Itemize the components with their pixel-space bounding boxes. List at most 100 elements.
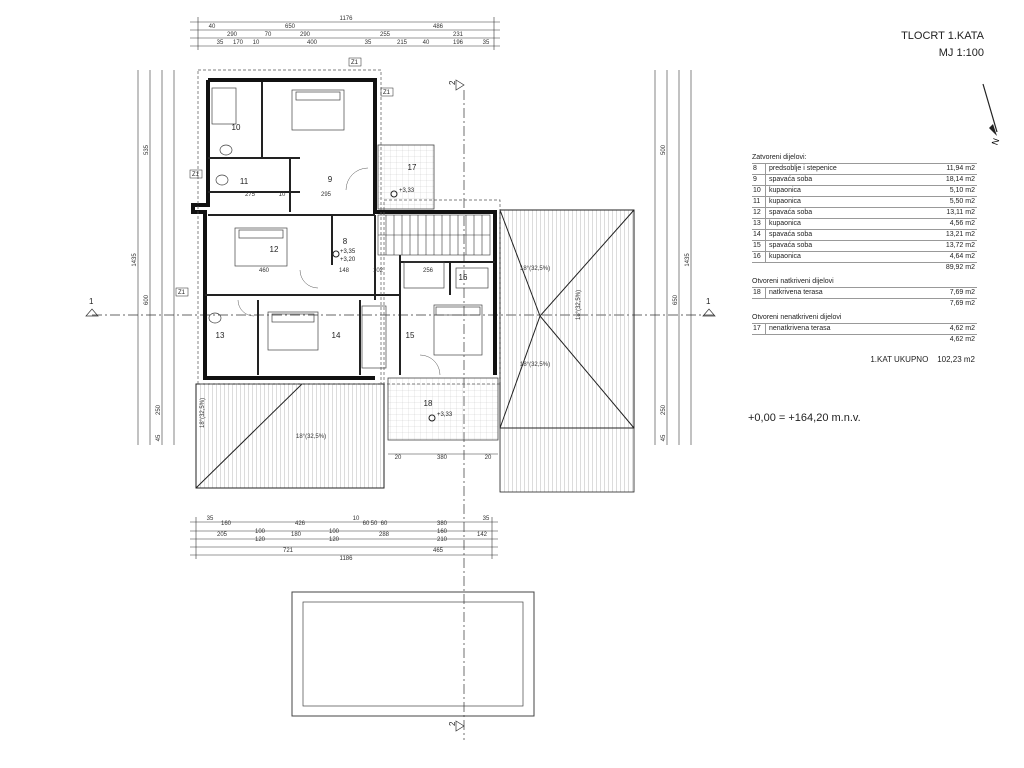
dim-int-7: 256 — [423, 268, 434, 274]
area-cell-value: 4,62 m2 — [949, 325, 975, 332]
furniture — [208, 87, 489, 369]
room-label-15: 15 — [406, 331, 415, 340]
level-8b: +3,20 — [340, 257, 356, 263]
room-label-13: 13 — [216, 331, 225, 340]
roof-edge-dashed — [197, 69, 501, 385]
room-label-12: 12 — [270, 245, 279, 254]
dim-bot-1e: 60 — [363, 521, 370, 527]
dim-int-10: 20 — [485, 455, 492, 461]
dim-int-8: 380 — [437, 455, 448, 461]
room-label-18: 18 — [424, 399, 433, 408]
area-cell-n: 16 — [752, 252, 766, 262]
dim-bot-2f: 160 — [437, 529, 448, 535]
area-cell-name: natkrivena terasa — [769, 289, 823, 296]
wall-tag-1: Z1 — [351, 60, 359, 66]
dim-left-total: 1435 — [132, 253, 138, 267]
level-marker-icon — [428, 414, 436, 422]
door-swings — [237, 167, 441, 376]
area-cell-value: 5,50 m2 — [949, 198, 975, 205]
level-8a: +3,35 — [340, 249, 356, 255]
dim-bot-2a: 205 — [217, 532, 228, 538]
closed-sum: 89,92 m2 — [752, 262, 977, 273]
area-cell-n: 11 — [752, 197, 766, 207]
dim-int-2: 10 — [279, 192, 286, 198]
dim-bot-1d: 10 — [353, 516, 360, 522]
area-cell-n: 9 — [752, 175, 766, 185]
dim-left-d: 45 — [156, 434, 162, 441]
dim-top-3e: 231 — [453, 32, 464, 38]
dim-top-4c: 10 — [253, 40, 260, 46]
dim-bot-3c: 210 — [437, 537, 448, 543]
room-label-17: 17 — [408, 163, 417, 172]
dim-bot-2g: 142 — [477, 532, 488, 538]
dim-top-4f: 215 — [397, 40, 408, 46]
dim-bot-2b: 100 — [255, 529, 266, 535]
side-dimension-lines — [137, 70, 692, 445]
total-label: 1.KAT UKUPNO — [870, 355, 929, 364]
dim-right-total: 1435 — [685, 253, 691, 267]
area-cell-value: 4,56 m2 — [949, 220, 975, 227]
dim-top-4g: 40 — [423, 40, 430, 46]
section-label-top: 2 — [448, 80, 457, 85]
drawing-scale: MJ 1:100 — [938, 47, 984, 59]
area-cell-n: 10 — [752, 186, 766, 196]
dim-top-4h: 196 — [453, 40, 464, 46]
dim-top-4a: 35 — [217, 40, 224, 46]
dim-bot-2c: 180 — [291, 532, 302, 538]
open-sum: 4,62 m2 — [752, 334, 977, 345]
dim-int-6: 102 — [373, 268, 384, 274]
dim-top-4i: 35 — [483, 40, 490, 46]
dim-bot-3a: 120 — [255, 537, 266, 543]
dim-bot-total: 1186 — [340, 556, 354, 562]
level-17: +3,33 — [399, 188, 415, 194]
staircase — [377, 214, 491, 256]
roof-slope-2: 18°(32,5%) — [576, 290, 582, 320]
dim-top-3d: 255 — [380, 32, 391, 38]
north-arrow-icon: N — [982, 83, 1002, 147]
section-arrow-left — [85, 308, 99, 317]
dim-top-2a: 40 — [209, 24, 216, 30]
terrace-17 — [377, 144, 435, 210]
room-label-9: 9 — [328, 175, 333, 184]
total-value: 102,23 m2 — [937, 355, 975, 364]
dim-top-3b: 70 — [265, 32, 272, 38]
drawing-title: TLOCRT 1.KATA — [901, 30, 984, 42]
roof-slope-5: 18°(32,5%) — [296, 434, 326, 440]
elevation-note: +0,00 = +164,20 m.n.v. — [748, 412, 861, 424]
area-cell-n: 17 — [752, 324, 766, 334]
dim-bot-3b: 120 — [329, 537, 340, 543]
area-cell-n: 8 — [752, 164, 766, 174]
dim-bot-2d: 100 — [329, 529, 340, 535]
section-arrow-top — [455, 79, 465, 91]
area-cell-value: 18,14 m2 — [945, 176, 975, 183]
area-cell-n: 18 — [752, 288, 766, 298]
roof-right — [499, 209, 635, 493]
north-label: N — [990, 137, 1002, 147]
area-cell-value: 7,69 m2 — [949, 289, 975, 296]
dim-bot-1c: 426 — [295, 521, 306, 527]
terrace-18 — [387, 377, 499, 441]
wall-tag-4: Z1 — [178, 290, 186, 296]
area-cell-name: kupaonica — [769, 187, 801, 194]
section-arrow-right — [702, 308, 716, 317]
dim-top-total: 1176 — [340, 16, 354, 22]
area-cell-name: kupaonica — [769, 220, 801, 227]
area-cell-value: 11,94 m2 — [946, 165, 975, 172]
room-label-10: 10 — [232, 123, 241, 132]
dim-bot-1g: 60 — [381, 521, 388, 527]
dim-bot-1i: 35 — [483, 516, 490, 522]
wall-tag-box — [175, 287, 189, 297]
area-cell-value: 13,72 m2 — [945, 242, 975, 249]
roof-left — [195, 383, 385, 489]
